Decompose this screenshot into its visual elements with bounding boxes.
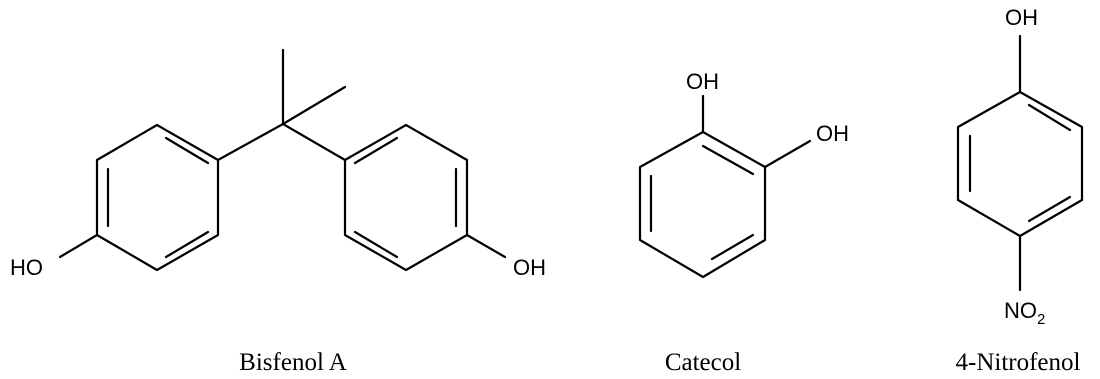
bisphenol-a-methyl-bond-2	[281, 85, 347, 126]
bisphenol-a-right-ring-double-bond-3	[353, 230, 399, 259]
molecule-bisphenol-a: HO OH Bisfenol A	[10, 48, 546, 376]
nitrophenol-ring-double-bond-1	[1027, 103, 1072, 132]
bisphenol-a-right-aryl-bond	[281, 122, 347, 162]
nitrophenol-ring-double-bond-2	[1027, 195, 1072, 223]
bisphenol-a-left-ring-hexagon	[95, 123, 220, 272]
catechol-side-oh-bond	[763, 139, 812, 169]
nitrophenol-nitro-main: NO	[1004, 298, 1037, 323]
nitrophenol-ring-hexagon	[956, 90, 1084, 238]
catechol-ring-double-bond-1	[701, 144, 755, 176]
catechol-top-hydroxyl-label: OH	[686, 69, 719, 94]
bisphenol-a-right-ring-hexagon	[343, 123, 469, 272]
molecule-4-nitrophenol: OH NO2 4-Nitrofenol	[956, 5, 1084, 376]
bisphenol-a-left-ring	[95, 123, 220, 272]
bisphenol-a-caption: Bisfenol A	[239, 349, 347, 376]
bisphenol-a-left-aryl-bond	[216, 122, 285, 162]
nitrophenol-nitro-subscript: 2	[1037, 311, 1045, 328]
bisphenol-a-right-oh-bond	[465, 233, 507, 259]
catechol-caption: Catecol	[665, 349, 741, 376]
nitrophenol-caption: 4-Nitrofenol	[956, 349, 1081, 376]
bisphenol-a-left-hydroxyl-label: HO	[10, 255, 43, 280]
catechol-ring-hexagon	[638, 130, 767, 279]
catechol-ring-double-bond-2	[710, 233, 755, 261]
bisphenol-a-right-hydroxyl-label: OH	[513, 255, 546, 280]
nitrophenol-nitro-label: NO2	[1004, 298, 1045, 328]
bisphenol-a-left-ring-double-bond-1	[164, 136, 210, 165]
molecule-catechol: OH OH Catecol	[638, 69, 849, 376]
nitrophenol-hydroxyl-label: OH	[1005, 5, 1038, 30]
bisphenol-a-right-ring-double-bond-1	[353, 136, 399, 165]
bisphenol-a-left-oh-bond	[58, 233, 99, 259]
bisphenol-a-right-ring	[343, 123, 469, 272]
catechol-side-hydroxyl-label: OH	[816, 121, 849, 146]
bisphenol-a-left-ring-double-bond-2	[164, 230, 210, 259]
